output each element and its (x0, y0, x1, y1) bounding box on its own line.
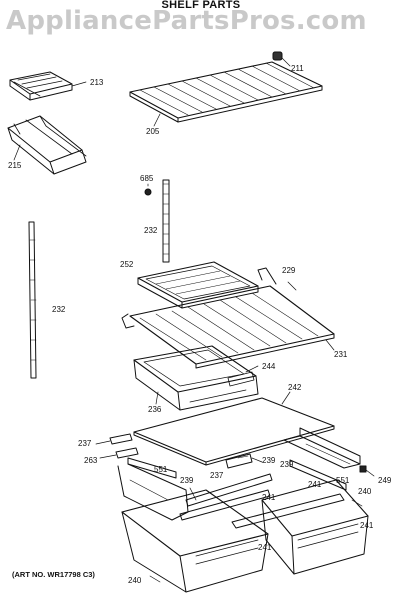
shelf-clip-part (272, 51, 291, 67)
callout-551-right: 551 (336, 476, 350, 485)
screw-part (144, 183, 152, 196)
egg-tray-part (9, 71, 87, 101)
callout-232-center: 232 (144, 226, 158, 235)
callout-232-left: 232 (52, 305, 66, 314)
center-rail-parts (179, 453, 273, 521)
callout-237-center: 237 (210, 471, 224, 480)
left-rail-parts (95, 433, 189, 521)
art-number: (ART NO. WR17798 C3) (12, 570, 95, 579)
meat-pan-part (133, 345, 259, 411)
right-rail-parts (231, 427, 375, 529)
callout-239-center: 239 (262, 456, 276, 465)
callout-215: 215 (8, 161, 22, 170)
callout-240-right: 240 (358, 487, 372, 496)
callout-229: 229 (282, 266, 296, 275)
ladder-rail-center (162, 179, 170, 263)
callout-239-left: 239 (180, 476, 194, 485)
callout-211: 211 (291, 64, 304, 73)
watermark: AppliancePartsPros.com (6, 6, 367, 36)
crisper-drawer-left (121, 489, 269, 593)
crisper-drawer-right (261, 479, 369, 575)
callout-241-right-upper: 241 (308, 480, 322, 489)
callout-240-left: 240 (128, 576, 142, 585)
callout-252: 252 (120, 260, 134, 269)
ladder-rail-left (28, 221, 37, 379)
cantilever-shelf-part (121, 267, 335, 369)
callout-241-right-lower: 241 (360, 521, 374, 530)
diagram-title: SHELF PARTS (161, 0, 241, 11)
callout-685: 685 (140, 174, 154, 183)
callout-263: 263 (84, 456, 98, 465)
callout-231: 231 (334, 350, 348, 359)
callout-551-left: 551 (154, 465, 168, 474)
callout-242: 242 (288, 383, 302, 392)
callout-213: 213 (90, 78, 104, 87)
utility-bin-part (7, 115, 87, 175)
callout-239-right: 239 (280, 460, 294, 469)
callout-249: 249 (378, 476, 392, 485)
callout-237-left: 237 (78, 439, 92, 448)
callout-241-bottom: 241 (258, 543, 272, 552)
callout-236: 236 (148, 405, 162, 414)
wire-shelf-part (129, 61, 323, 127)
callout-244: 244 (262, 362, 276, 371)
callout-241-center: 241 (262, 493, 276, 502)
glass-shelf-part (133, 391, 335, 466)
callout-205: 205 (146, 127, 160, 136)
